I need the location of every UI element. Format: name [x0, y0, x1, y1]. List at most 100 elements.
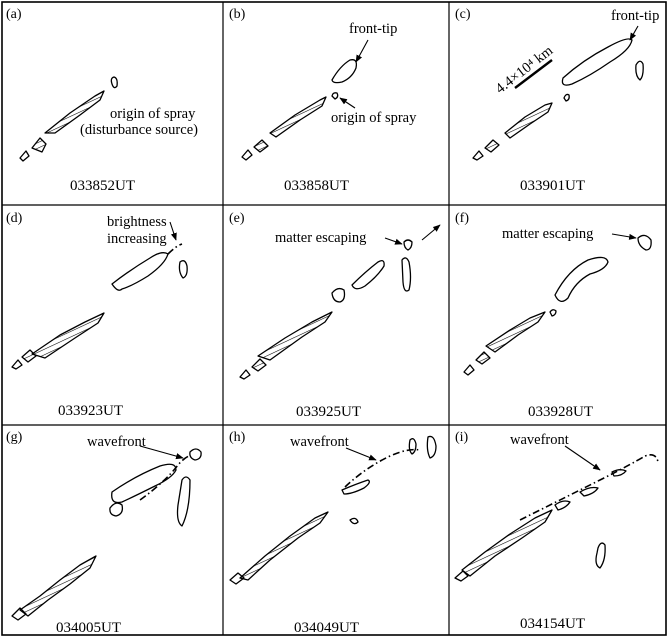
- spray-arm: [554, 256, 609, 302]
- filament-fragment: [241, 149, 253, 161]
- timestamp: 033852UT: [70, 178, 135, 194]
- panel-tag: (g): [6, 430, 23, 445]
- panel-h: (h) wavefront 034049UT: [229, 430, 437, 636]
- timestamp: 033923UT: [58, 403, 123, 419]
- filament-body: [239, 511, 329, 581]
- filament-body: [257, 311, 333, 361]
- timestamp: 033858UT: [284, 178, 349, 194]
- scale-bar: [514, 59, 553, 89]
- filament-segment: [253, 139, 269, 153]
- matter-label: matter escaping: [275, 230, 366, 246]
- spray-arm: [111, 463, 177, 504]
- spray-knot: [408, 438, 417, 455]
- brightening-trace: [167, 243, 183, 255]
- filament-body: [269, 96, 327, 138]
- timestamp: 034005UT: [56, 620, 121, 636]
- panel-b: (b) front-tip origin of spray 033858UT: [229, 7, 417, 194]
- front-tip-arrow: [629, 25, 639, 41]
- panel-tag: (e): [229, 211, 245, 226]
- spray-origin-blob: [331, 92, 339, 100]
- filament-body: [19, 555, 97, 617]
- panel-d: (d) brightness increasing 033923UT: [6, 211, 188, 419]
- lower-knot: [349, 517, 359, 525]
- escape-arrow: [421, 224, 441, 241]
- filament-fragment: [239, 369, 251, 380]
- timestamp: 034049UT: [294, 620, 359, 636]
- panel-tag: (f): [455, 211, 469, 226]
- spray-arm: [341, 479, 370, 495]
- wavefront-label: wavefront: [290, 434, 349, 450]
- scale-label: 4.4×10⁴ km: [493, 42, 557, 97]
- panel-g: (g) wavefront 034005UT: [6, 430, 202, 636]
- filament-fragment: [19, 150, 30, 162]
- front-tip-arrow: [355, 39, 369, 63]
- spray-origin-blob: [110, 76, 118, 89]
- panel-i: (i) wavefront 034154UT: [454, 430, 659, 632]
- panel-tag: (h): [229, 430, 246, 445]
- filament-body: [504, 102, 553, 139]
- origin-arrow: [339, 97, 356, 109]
- front-tip-blob: [331, 59, 358, 84]
- detached-blob: [635, 60, 644, 81]
- filament-body: [31, 312, 105, 359]
- timestamp: 034154UT: [520, 616, 585, 632]
- central-knot: [331, 287, 346, 303]
- filament-segment: [21, 349, 37, 363]
- spray-knot: [563, 93, 570, 102]
- panel-a: (a) origin of spray (disturbance source)…: [6, 7, 198, 194]
- wavefront-arrow: [345, 447, 377, 461]
- disturbance-label: (disturbance source): [80, 122, 198, 138]
- wavefront-trace: [344, 448, 421, 488]
- timestamp: 033901UT: [520, 178, 585, 194]
- panel-tag: (i): [455, 430, 469, 445]
- front-blob: [189, 448, 202, 461]
- filament-fragment: [11, 359, 23, 370]
- filament-tail: [11, 607, 27, 621]
- origin-label: origin of spray: [110, 106, 196, 122]
- wavefront-trace: [519, 454, 659, 521]
- wavefront-arrow: [139, 445, 184, 460]
- filament-body: [44, 90, 105, 134]
- filament-fragment: [472, 150, 484, 161]
- wavefront-label: wavefront: [510, 432, 569, 448]
- front-tip-label: front-tip: [611, 8, 659, 24]
- panel-tag: (d): [6, 211, 23, 226]
- detached-blob: [401, 257, 412, 292]
- panel-tag: (b): [229, 7, 246, 22]
- increasing-label: increasing: [107, 231, 167, 247]
- spray-knot: [549, 309, 557, 317]
- panel-e: (e) matter escaping 033925UT: [229, 211, 441, 420]
- spray-knot: [579, 486, 599, 497]
- wavefront-trace: [139, 455, 190, 501]
- spray-arm: [351, 260, 385, 290]
- matter-label: matter escaping: [502, 226, 593, 242]
- detached-blob: [595, 542, 606, 569]
- spray-knot: [426, 435, 437, 459]
- filament-tail: [454, 570, 469, 582]
- timestamp: 033925UT: [296, 404, 361, 420]
- filament-tail: [229, 572, 245, 585]
- wavefront-label: wavefront: [87, 434, 146, 450]
- filament-body: [461, 509, 553, 577]
- panel-tag: (a): [6, 7, 22, 22]
- spray-knot: [554, 500, 571, 511]
- filament-body: [485, 311, 546, 353]
- escaping-blob: [403, 239, 413, 251]
- filament-segment: [484, 139, 500, 153]
- filament-fragment: [463, 364, 475, 376]
- wavefront-arrow: [564, 445, 601, 471]
- detached-blob: [178, 260, 188, 279]
- spray-arm: [111, 252, 169, 291]
- brightness-arrow: [169, 221, 177, 241]
- escaping-blob: [637, 234, 652, 251]
- panel-f: (f) matter escaping 033928UT: [455, 211, 652, 420]
- matter-arrow: [611, 233, 637, 240]
- front-tip-label: front-tip: [349, 21, 397, 37]
- panel-c: (c) front-tip 4.4×10⁴ km 033901UT: [455, 7, 659, 194]
- brightness-label: brightness: [107, 214, 167, 230]
- panel-tag: (c): [455, 7, 471, 22]
- timestamp: 033928UT: [528, 404, 593, 420]
- spray-knot: [109, 502, 124, 517]
